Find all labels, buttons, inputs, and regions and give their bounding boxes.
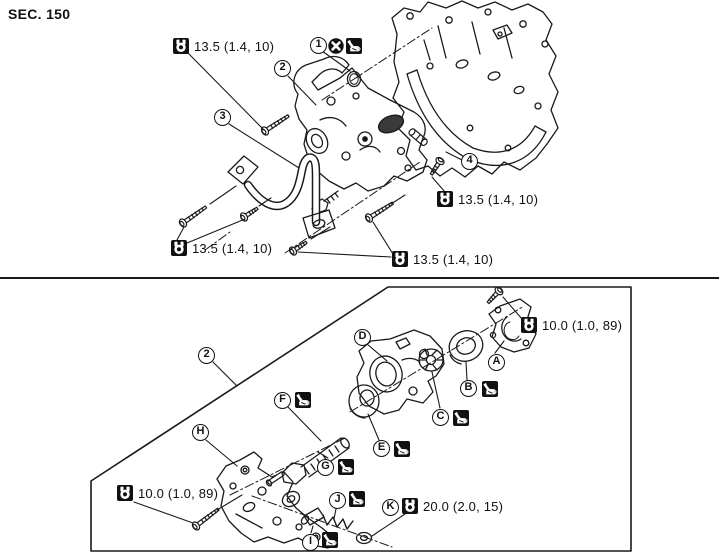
callout-1: 1 xyxy=(310,37,327,54)
torque-wrench-icon xyxy=(392,251,408,267)
apply-oil-icon xyxy=(453,410,469,426)
torque-wrench-icon xyxy=(437,191,453,207)
apply-oil-icon xyxy=(338,459,354,475)
torque-spec: 10.0 (1.0, 89) xyxy=(138,486,219,501)
apply-oil-icon xyxy=(349,491,365,507)
callout-I: I xyxy=(302,534,319,551)
torque-spec: 20.0 (2.0, 15) xyxy=(423,499,504,514)
torque-spec: 13.5 (1.4, 10) xyxy=(413,252,494,267)
engine-block xyxy=(391,0,559,178)
apply-oil-icon xyxy=(295,392,311,408)
mounting-bolts-top xyxy=(177,111,447,258)
callout-A: A xyxy=(488,354,505,371)
leader-lines-bottom xyxy=(133,296,523,537)
callout-3: 3 xyxy=(214,109,231,126)
cover-bolts-bottom xyxy=(190,285,505,533)
apply-oil-icon xyxy=(322,532,338,548)
callout-C: C xyxy=(432,409,449,426)
torque-wrench-icon xyxy=(117,485,133,501)
torque-spec: 10.0 (1.0, 89) xyxy=(542,318,623,333)
outer-rotor xyxy=(448,330,484,365)
pump-housing xyxy=(356,329,445,415)
apply-oil-icon xyxy=(482,381,498,397)
torque-wrench-icon xyxy=(521,317,537,333)
apply-oil-icon xyxy=(346,38,362,54)
callout-F: F xyxy=(274,392,291,409)
callout-D: D xyxy=(354,329,371,346)
callout-H: H xyxy=(192,424,209,441)
torque-wrench-icon xyxy=(171,240,187,256)
o-ring xyxy=(346,70,362,88)
torque-wrench-icon xyxy=(173,38,189,54)
detail-view-border xyxy=(90,286,632,552)
callout-2: 2 xyxy=(274,60,291,77)
callout-K: K xyxy=(382,499,399,516)
torque-spec: 13.5 (1.4, 10) xyxy=(458,192,539,207)
torque-wrench-icon xyxy=(402,498,418,514)
callout-4: 4 xyxy=(461,153,478,170)
regulator-parts xyxy=(300,507,373,545)
torque-spec: 13.5 (1.4, 10) xyxy=(194,39,275,54)
spring xyxy=(322,514,354,530)
callout-B: B xyxy=(460,380,477,397)
callout-J: J xyxy=(329,492,346,509)
axis-lines-top xyxy=(204,27,433,254)
callout-E: E xyxy=(373,440,390,457)
do-not-reuse-icon xyxy=(328,38,344,54)
torque-spec: 13.5 (1.4, 10) xyxy=(192,241,273,256)
callout-2-assembly: 2 xyxy=(198,347,215,364)
apply-oil-icon xyxy=(394,441,410,457)
pump-cover-front xyxy=(488,298,537,353)
leader-lines-top xyxy=(176,50,463,258)
inner-rotor xyxy=(418,348,444,372)
shaft-collar xyxy=(348,384,380,419)
oil-strainer-tube xyxy=(227,153,336,239)
section-label: SEC. 150 xyxy=(8,6,71,22)
callout-G: G xyxy=(317,459,334,476)
